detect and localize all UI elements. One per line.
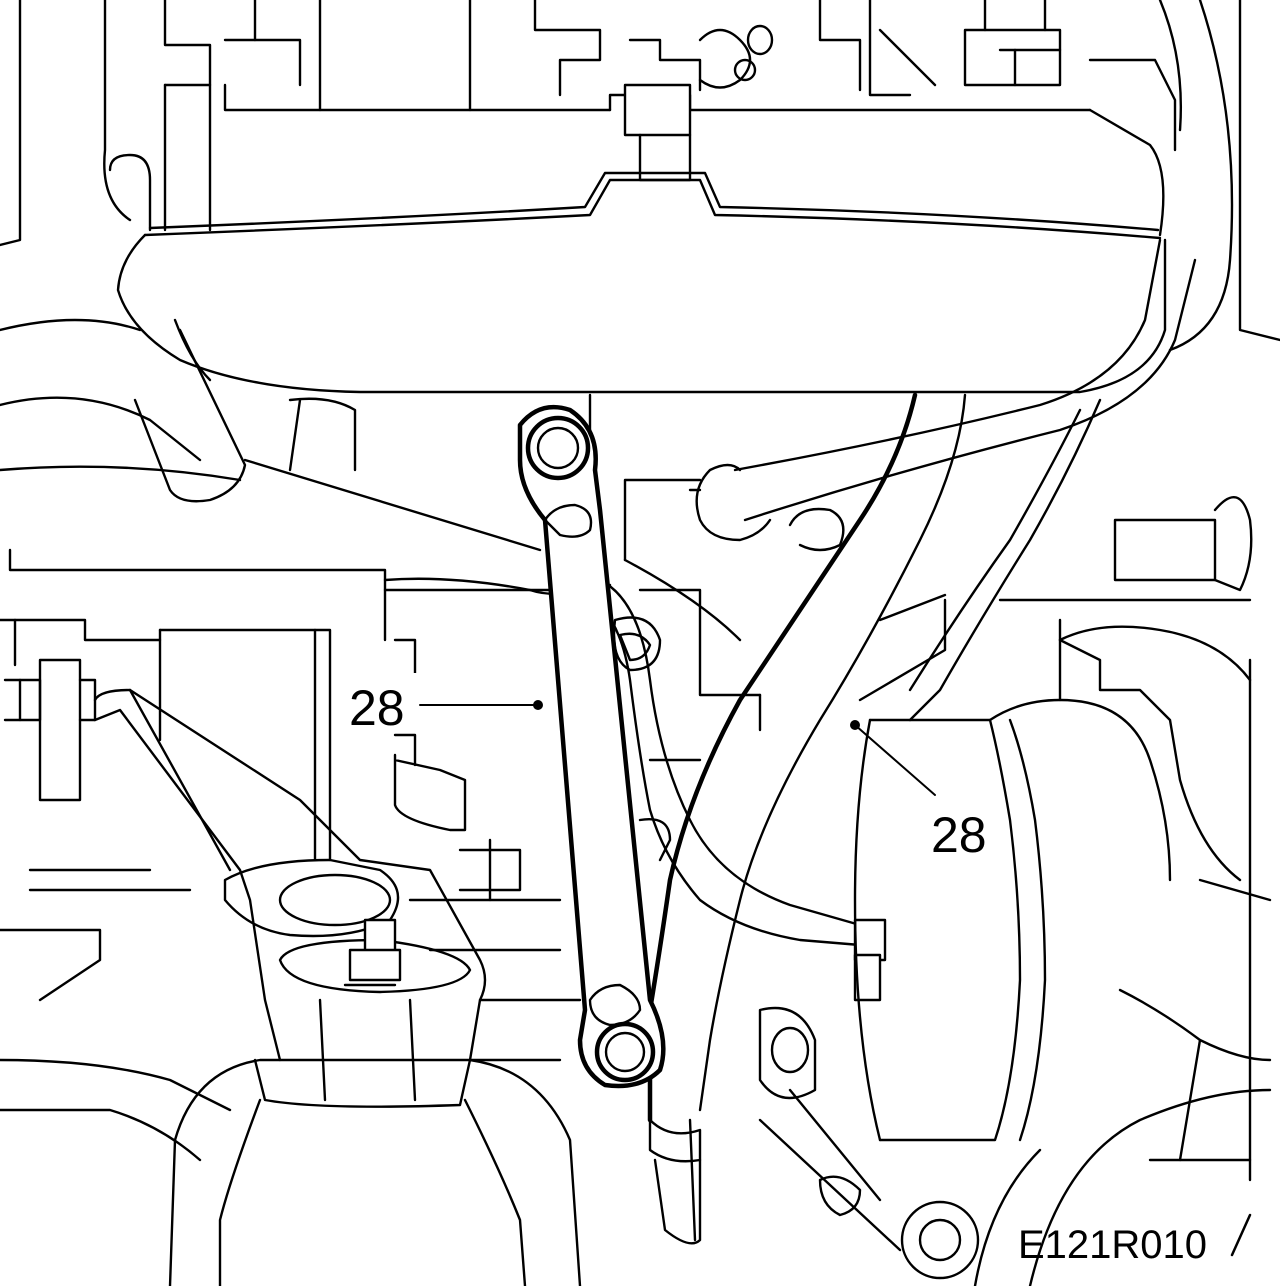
left-background (0, 318, 612, 1162)
figure-code: E121R010 (1018, 1223, 1207, 1267)
centre-components (588, 393, 980, 1280)
diagonal-hose (647, 392, 1102, 1245)
callout-label-right: 28 (931, 807, 987, 863)
intake-housing (108, 83, 1167, 552)
callout-dot-left (533, 700, 543, 710)
top-background-structures (0, 0, 1280, 352)
coolant-pipes (578, 238, 1197, 1002)
callout-leaders (419, 700, 936, 796)
torque-rod (517, 404, 666, 1089)
mounting-bracket (93, 688, 487, 1062)
canister (168, 998, 582, 1286)
pulley-housing (853, 495, 1272, 1286)
callout-dot-right (850, 720, 860, 730)
callout-label-left: 28 (349, 680, 405, 736)
